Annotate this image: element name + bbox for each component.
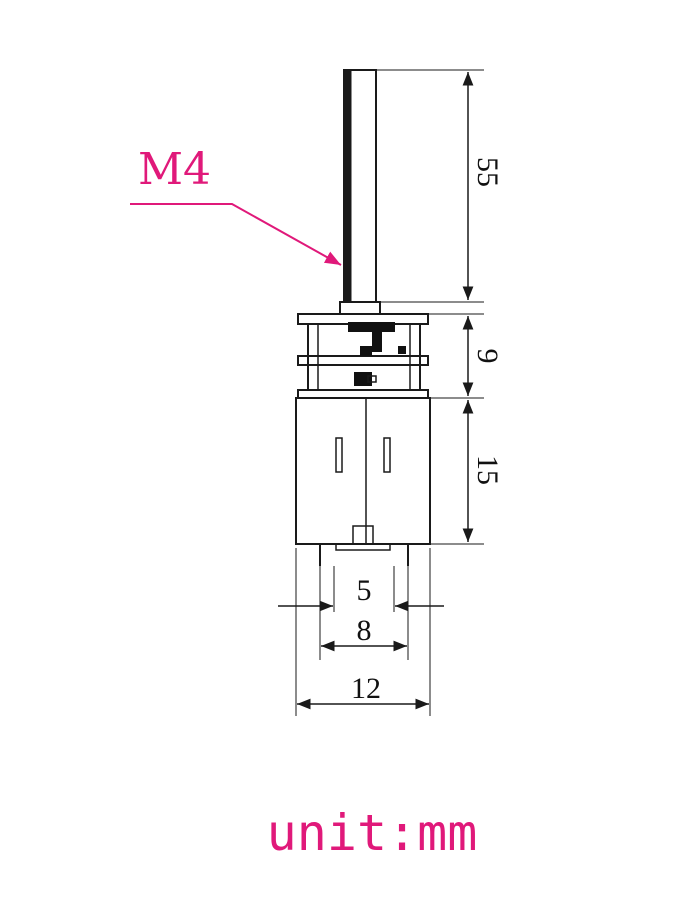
- vertical-dimensions: 55 9 15: [376, 69, 504, 545]
- callout-leader-line: [130, 203, 342, 266]
- dim-motor-height: 15: [471, 455, 504, 485]
- dim-terminal-outer: 8: [357, 614, 372, 647]
- gearbox: [297, 313, 429, 399]
- motor-body: [295, 397, 431, 566]
- horizontal-dimensions: 5 8 12: [278, 548, 444, 716]
- callout-label: M4: [138, 144, 211, 195]
- unit-label: unit:mm: [267, 804, 478, 862]
- shaft: [339, 69, 381, 315]
- dim-motor-width: 12: [351, 672, 381, 705]
- dim-terminal-inner: 5: [357, 574, 372, 607]
- dim-gearbox-height: 9: [471, 349, 504, 364]
- dim-shaft-length: 55: [471, 157, 504, 187]
- m4-callout: M4: [130, 144, 342, 266]
